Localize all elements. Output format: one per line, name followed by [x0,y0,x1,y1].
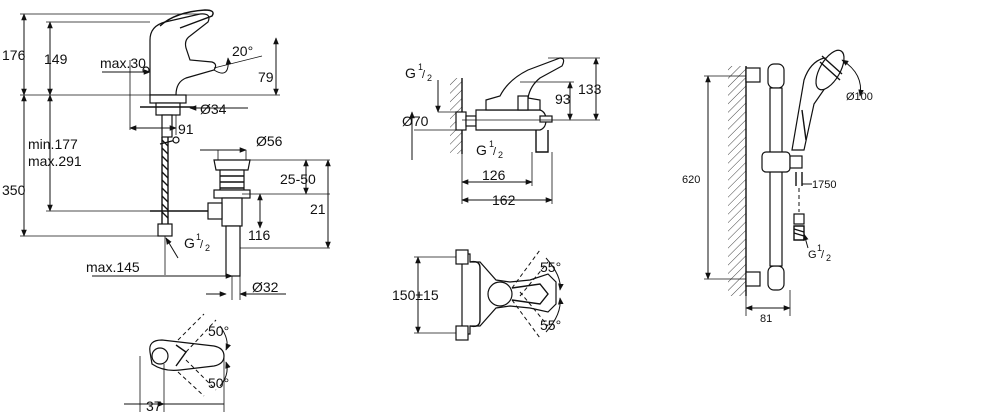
dim-dia-100: Ø100 [846,91,873,103]
dim-93: 93 [555,91,571,107]
svg-text:1: 1 [489,139,494,149]
dim-126: 126 [482,167,506,183]
basin-mixer-body [140,9,217,138]
dim-620: 620 [682,174,700,186]
dim-21: 21 [310,201,326,217]
dim-37: 37 [146,398,162,414]
svg-text:1: 1 [817,243,822,253]
dim-min-177: min.177 [28,136,78,152]
basin-mixer-side-view: 176 149 max.30 20° 79 Ø34 91 min.177 max… [2,9,331,300]
dim-149: 149 [44,51,68,67]
dim-25-50: 25-50 [280,171,316,187]
shower-hose [793,172,805,241]
thread-sup: 1 [196,232,201,242]
dim-dia-32: Ø32 [252,279,279,295]
dim-max-291: max.291 [28,153,82,169]
svg-text:2: 2 [826,253,831,263]
dim-max-145: max.145 [86,259,140,275]
svg-text:/: / [821,249,825,261]
bath-thread-mid-g: G [476,142,487,158]
dim-angle-55-top: 55° [540,259,561,275]
svg-text:2: 2 [427,73,432,83]
dim-81: 81 [760,313,772,325]
bath-mixer-side-view: G 1 / 2 Ø70 133 93 G 1 / 2 126 162 [402,57,602,208]
dim-176: 176 [2,47,26,63]
dim-79: 79 [258,69,274,85]
thread-g: G [184,235,195,251]
shower-wall-section [728,66,747,296]
bath-mixer-front-view: 150±15 55° 55° [392,249,564,341]
svg-text:2: 2 [498,150,503,160]
dim-133: 133 [578,81,602,97]
dim-91: 91 [178,121,194,137]
dim-angle-50-top: 50° [208,323,229,339]
basin-flex-hose [157,136,180,237]
basin-waste [207,159,251,277]
dim-angle-50-bottom: 50° [208,375,229,391]
dim-angle-20: 20° [232,43,253,59]
shower-rail [745,63,785,291]
hand-shower [791,49,845,151]
dim-dia-56: Ø56 [256,133,283,149]
dim-dia-34: Ø34 [200,101,227,117]
svg-text:/: / [422,69,426,81]
basin-mixer-top-view: 50° 50° 37 [124,313,231,414]
svg-text:/: / [493,146,497,158]
thread-label-g-half: G 1 / 2 [184,232,210,253]
dim-1750: 1750 [812,179,836,191]
shower-thread-g: G [808,249,817,261]
svg-text:/: / [200,239,204,251]
shower-rail-set: Ø100 620 1750 G 1 / 2 81 [682,49,873,325]
dim-350: 350 [2,182,26,198]
dim-162: 162 [492,192,516,208]
rail-slider [761,151,803,173]
svg-text:1: 1 [418,62,423,72]
dim-dia-70: Ø70 [402,113,429,129]
dim-116: 116 [248,227,271,243]
bath-thread-top-g: G [405,65,416,81]
dim-angle-55-bottom: 55° [540,317,561,333]
dim-150-pm-15: 150±15 [392,287,439,303]
dim-max-30: max.30 [100,55,146,71]
thread-sub: 2 [205,243,210,253]
